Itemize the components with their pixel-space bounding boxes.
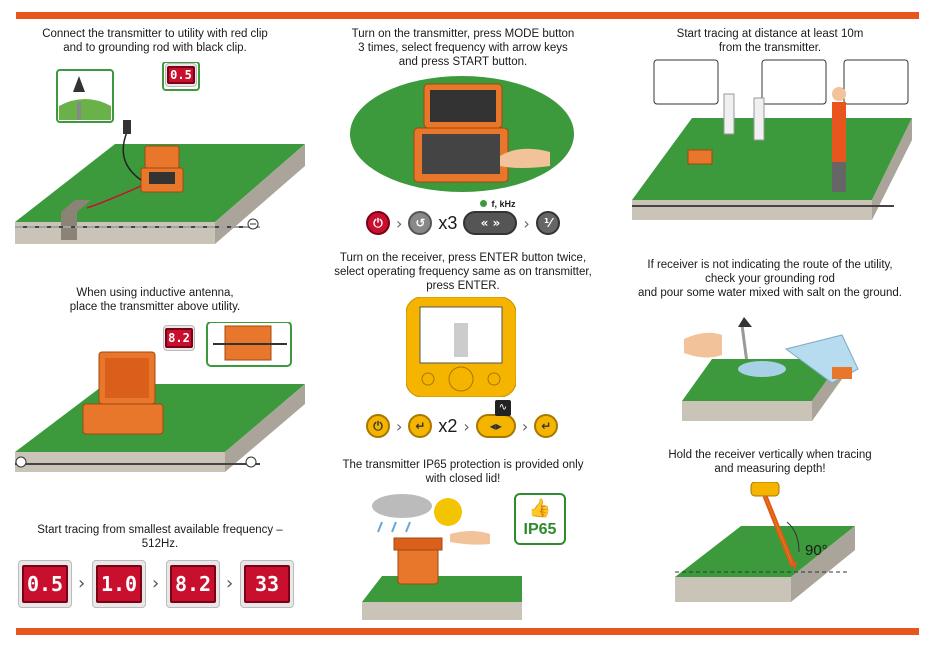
wave-mode-icon: ∿ [495, 400, 511, 416]
freq-display-4: 33 [240, 560, 294, 608]
enter-button-icon: ↵ [408, 414, 433, 438]
chevron-right-icon: › [396, 416, 403, 436]
panel1-display: 0.5 [165, 63, 197, 87]
top-accent-bar [16, 12, 919, 19]
power-button-icon: ⏻ [366, 414, 390, 438]
transmitter-button-sequence: ⏻ › ↺ x3 « » › ⅟ [366, 211, 560, 235]
ip65-label: IP65 [523, 521, 557, 538]
panel3-caption: Start tracing from smallest available fr… [37, 524, 283, 550]
bottom-accent-bar [16, 628, 919, 635]
frequency-display: 8.2 [165, 328, 193, 348]
repeat-count: x2 [438, 415, 458, 436]
chevron-right-icon: › [463, 416, 470, 436]
panel7-illustration [632, 59, 912, 220]
panel9-illustration [675, 482, 855, 602]
freq-display-3: 8.2 [166, 560, 220, 608]
panel8-illustration [682, 317, 859, 421]
panel7-caption: Start tracing at distance at least 10m f… [676, 28, 864, 54]
enter-button-icon: ↵ [534, 414, 559, 438]
start-button-icon: ⅟ [535, 211, 560, 235]
panel1-caption: Connect the transmitter to utility with … [42, 28, 268, 54]
ip65-badge: 👍 IP65 [514, 493, 566, 545]
freq-display-1: 0.5 [18, 560, 72, 608]
panel2-illustration [15, 322, 305, 472]
angle-label: 90° [805, 542, 828, 559]
panel2-caption: When using inductive antenna, place the … [69, 287, 241, 313]
chevron-right-icon: › [523, 213, 530, 233]
panel8-caption: If receiver is not indicating the route … [637, 259, 902, 299]
chevron-right-icon: › [226, 573, 234, 594]
power-button-icon: ⏻ [366, 211, 390, 235]
transmitter-keypad-illustration [350, 76, 574, 192]
panel6-caption: The transmitter IP65 protection is provi… [342, 459, 584, 485]
chevron-right-icon: › [521, 416, 529, 436]
chevron-right-icon: › [152, 573, 160, 594]
panel9-caption: Hold the receiver vertically when tracin… [668, 449, 872, 475]
panel1-illustration [15, 62, 305, 244]
chevron-right-icon: › [78, 573, 86, 594]
indicator-dot-icon [480, 200, 487, 207]
ip65-illustration [362, 494, 522, 620]
repeat-count: x3 [438, 212, 458, 233]
arrow-keys-icon: « » [463, 211, 518, 235]
chevron-right-icon: › [396, 213, 403, 233]
panel2-display: 8.2 [163, 325, 195, 351]
freq-key-label: f, kHz [480, 199, 516, 209]
frequency-display: 0.5 [167, 66, 195, 84]
receiver-button-sequence: ⏻ › ↵ x2 › ◂▸ › ↵ [366, 414, 559, 438]
thumbs-up-icon: 👍 [528, 498, 552, 518]
arrow-keys-icon: ◂▸ [475, 414, 516, 438]
freq-display-2: 1.0 [92, 560, 146, 608]
panel4-caption: Turn on the transmitter, press MODE butt… [351, 28, 575, 68]
receiver-illustration [406, 297, 516, 397]
panel5-caption: Turn on the receiver, press ENTER button… [334, 252, 592, 292]
mode-button-icon: ↺ [408, 211, 433, 235]
